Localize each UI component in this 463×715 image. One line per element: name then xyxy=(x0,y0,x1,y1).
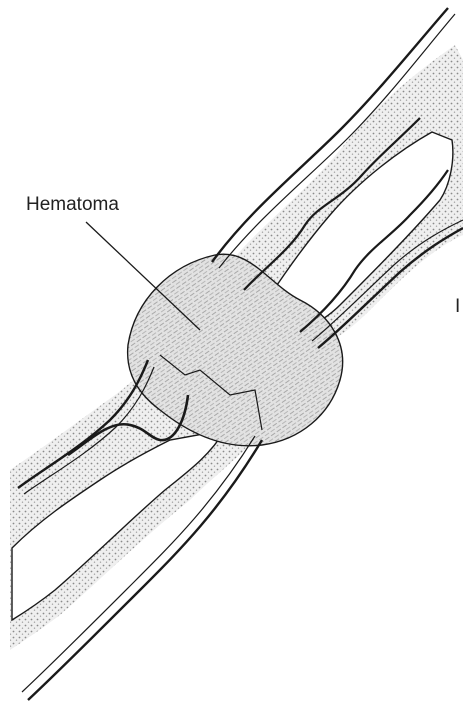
edge-fragment-label: I xyxy=(455,296,460,318)
hematoma-label: Hematoma xyxy=(26,194,119,216)
